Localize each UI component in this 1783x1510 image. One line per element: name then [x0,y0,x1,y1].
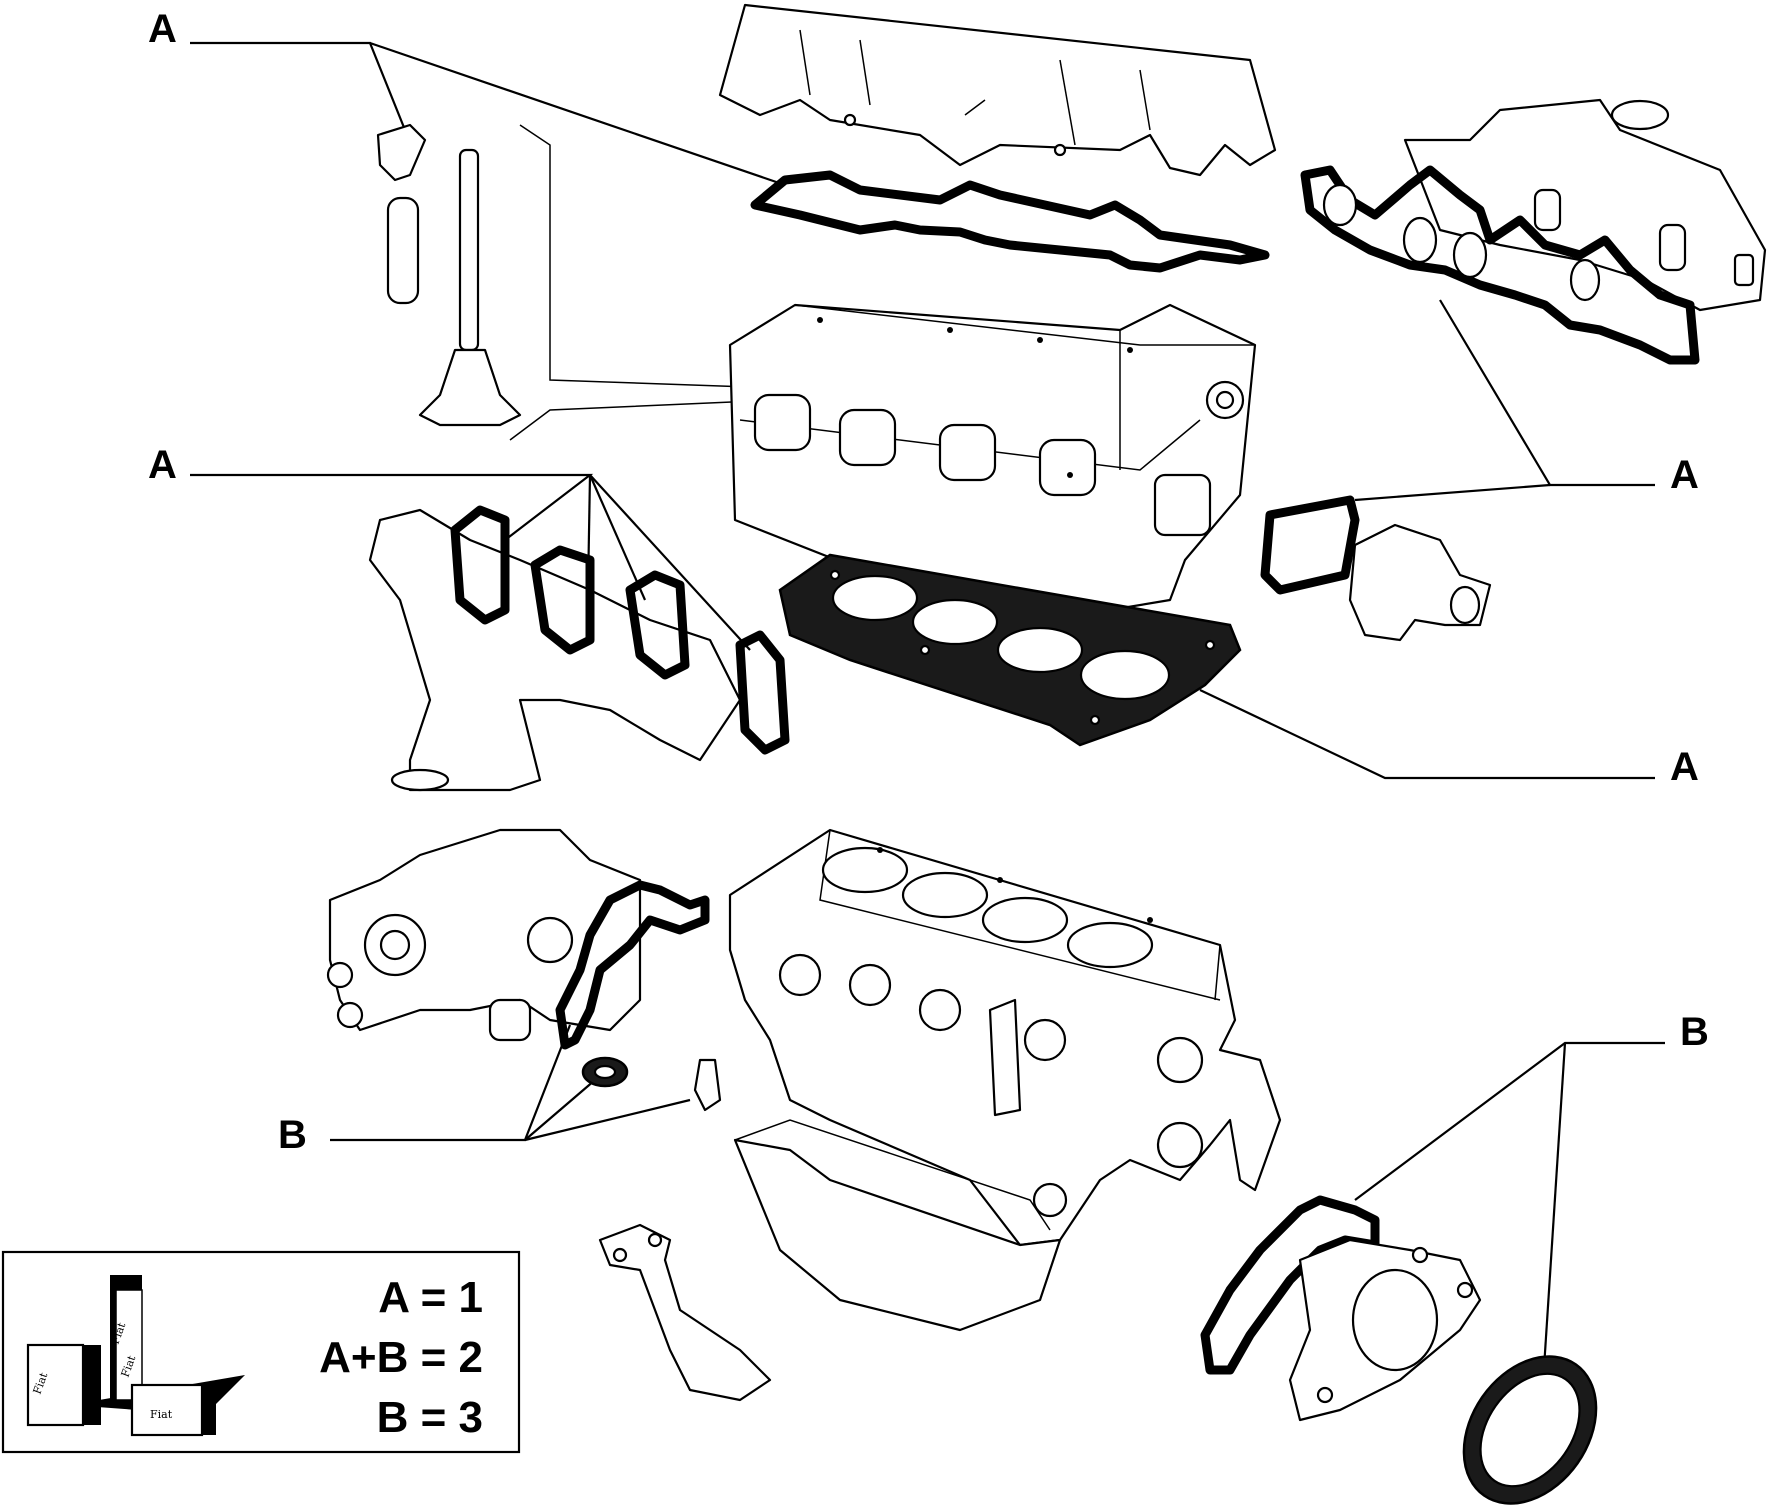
gasket-kit-packages-icon: Fiat Fiat Fiat Fiat [26,1275,245,1437]
cylinder-head [728,303,1257,612]
valve-parts [376,123,522,427]
legend-row: B = 3 [377,1393,483,1442]
legend-row: A = 1 [378,1273,483,1322]
valve-cover-gasket [750,170,1270,273]
callout-label-a: A [148,7,177,51]
callout-label-a: A [1670,453,1699,497]
intake-manifold [1403,98,1767,312]
intake-manifold-gasket [1300,165,1700,365]
rear-seal-carrier [1288,1238,1482,1422]
oring-seal [693,1058,722,1112]
thermostat-gasket [1260,495,1360,595]
legend-box: Fiat Fiat Fiat Fiat A = 1 A+B = 2 B = 3 [1,1250,521,1454]
callout-label-a: A [1670,745,1699,789]
crankshaft-front-seal [581,1056,629,1088]
valve-cover [718,3,1277,177]
engine-block [728,828,1282,1332]
legend-row: A+B = 2 [319,1333,483,1382]
package-brand-label: Fiat [150,1408,173,1421]
cylinder-head-gasket [778,553,1242,747]
callout-label-b: B [278,1113,307,1157]
callout-label-a: A [148,443,177,487]
oil-pump-gasket [555,880,710,1050]
oil-pump-cover [326,828,642,1042]
crankshaft-rear-seal [1462,1355,1598,1505]
oil-pickup [598,1223,772,1402]
exhaust-manifold-gaskets [450,505,790,755]
rear-main-seal-gasket [1200,1195,1380,1375]
water-outlet-housing [1348,523,1492,642]
callout-label-b: B [1680,1010,1709,1054]
